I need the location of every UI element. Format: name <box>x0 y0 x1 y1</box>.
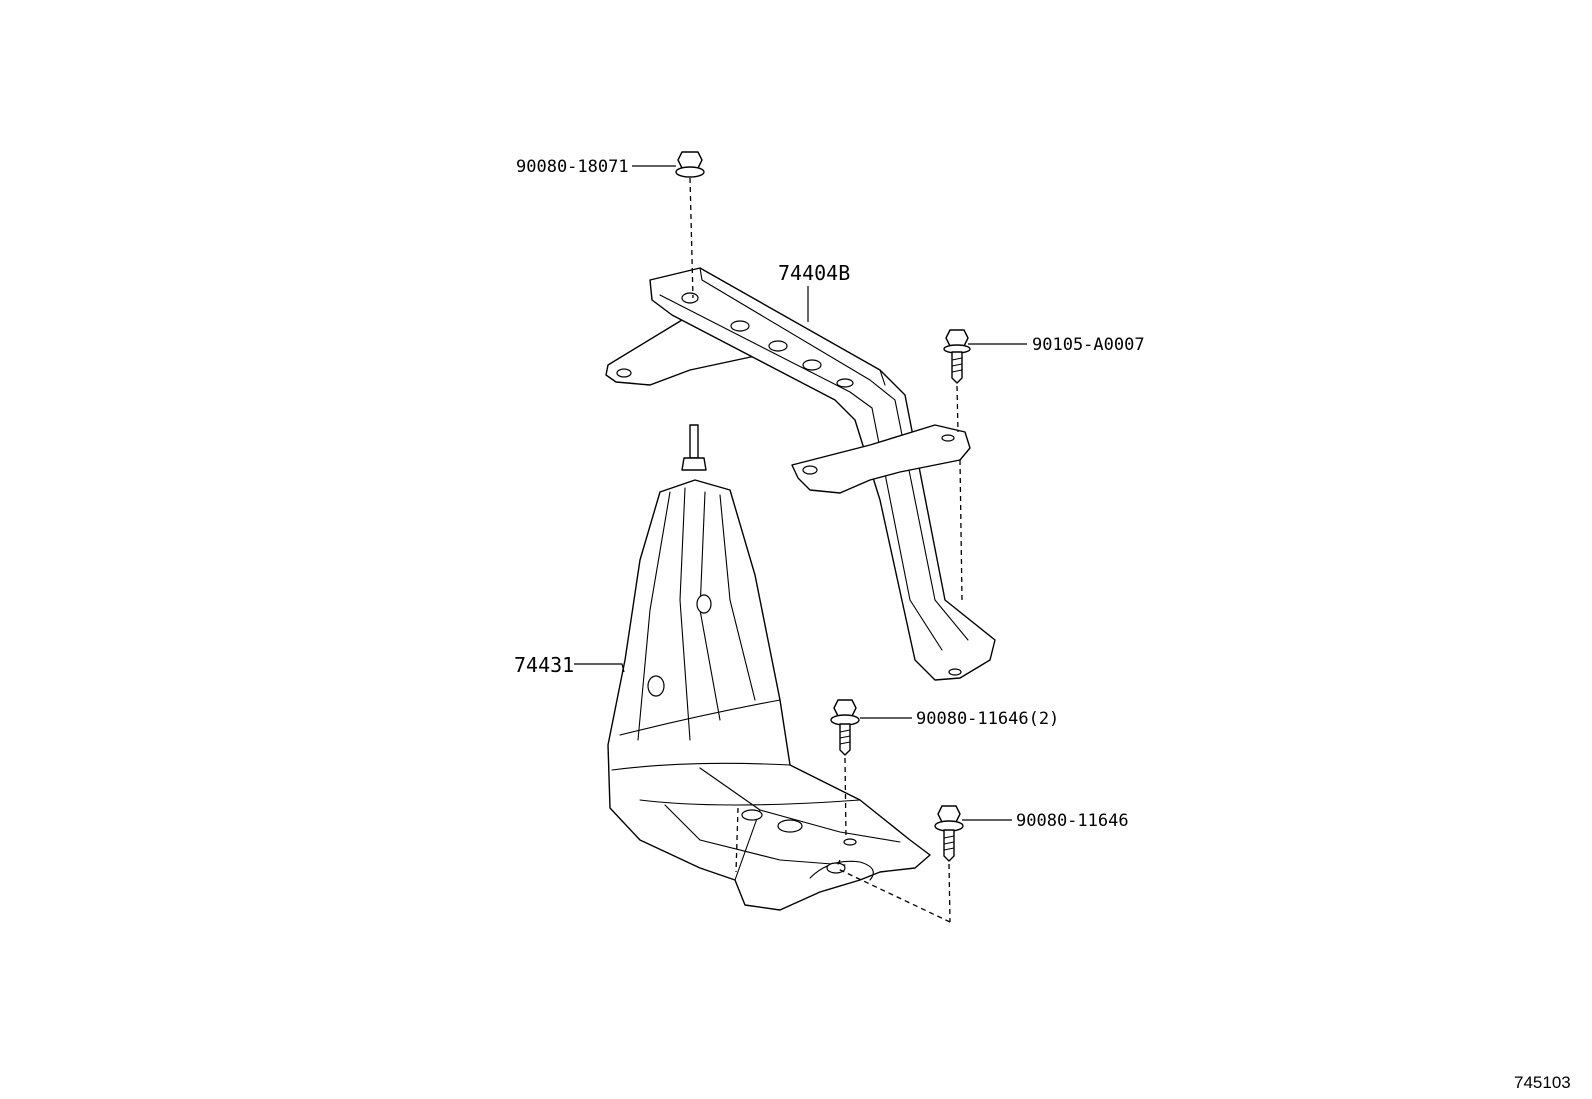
bolt-icon <box>830 699 860 756</box>
assembly-lines <box>689 177 963 923</box>
part-label-90080-11646: 90080-11646 <box>1016 811 1129 831</box>
bracket-74404b <box>605 267 996 681</box>
cover-74431 <box>607 424 931 911</box>
part-label-74404b: 74404B <box>778 261 850 285</box>
part-label-90080-18071: 90080-18071 <box>516 157 629 177</box>
part-label-74431: 74431 <box>514 653 574 677</box>
nut-icon <box>675 151 705 178</box>
bolt-icon <box>934 805 964 862</box>
leader-lines <box>574 165 1027 821</box>
bolt-icon <box>943 329 971 384</box>
part-label-90105-a0007: 90105-A0007 <box>1032 335 1145 355</box>
diagram-reference-number: 745103 <box>1514 1073 1571 1092</box>
part-label-90080-11646-2: 90080-11646(2) <box>916 709 1059 729</box>
